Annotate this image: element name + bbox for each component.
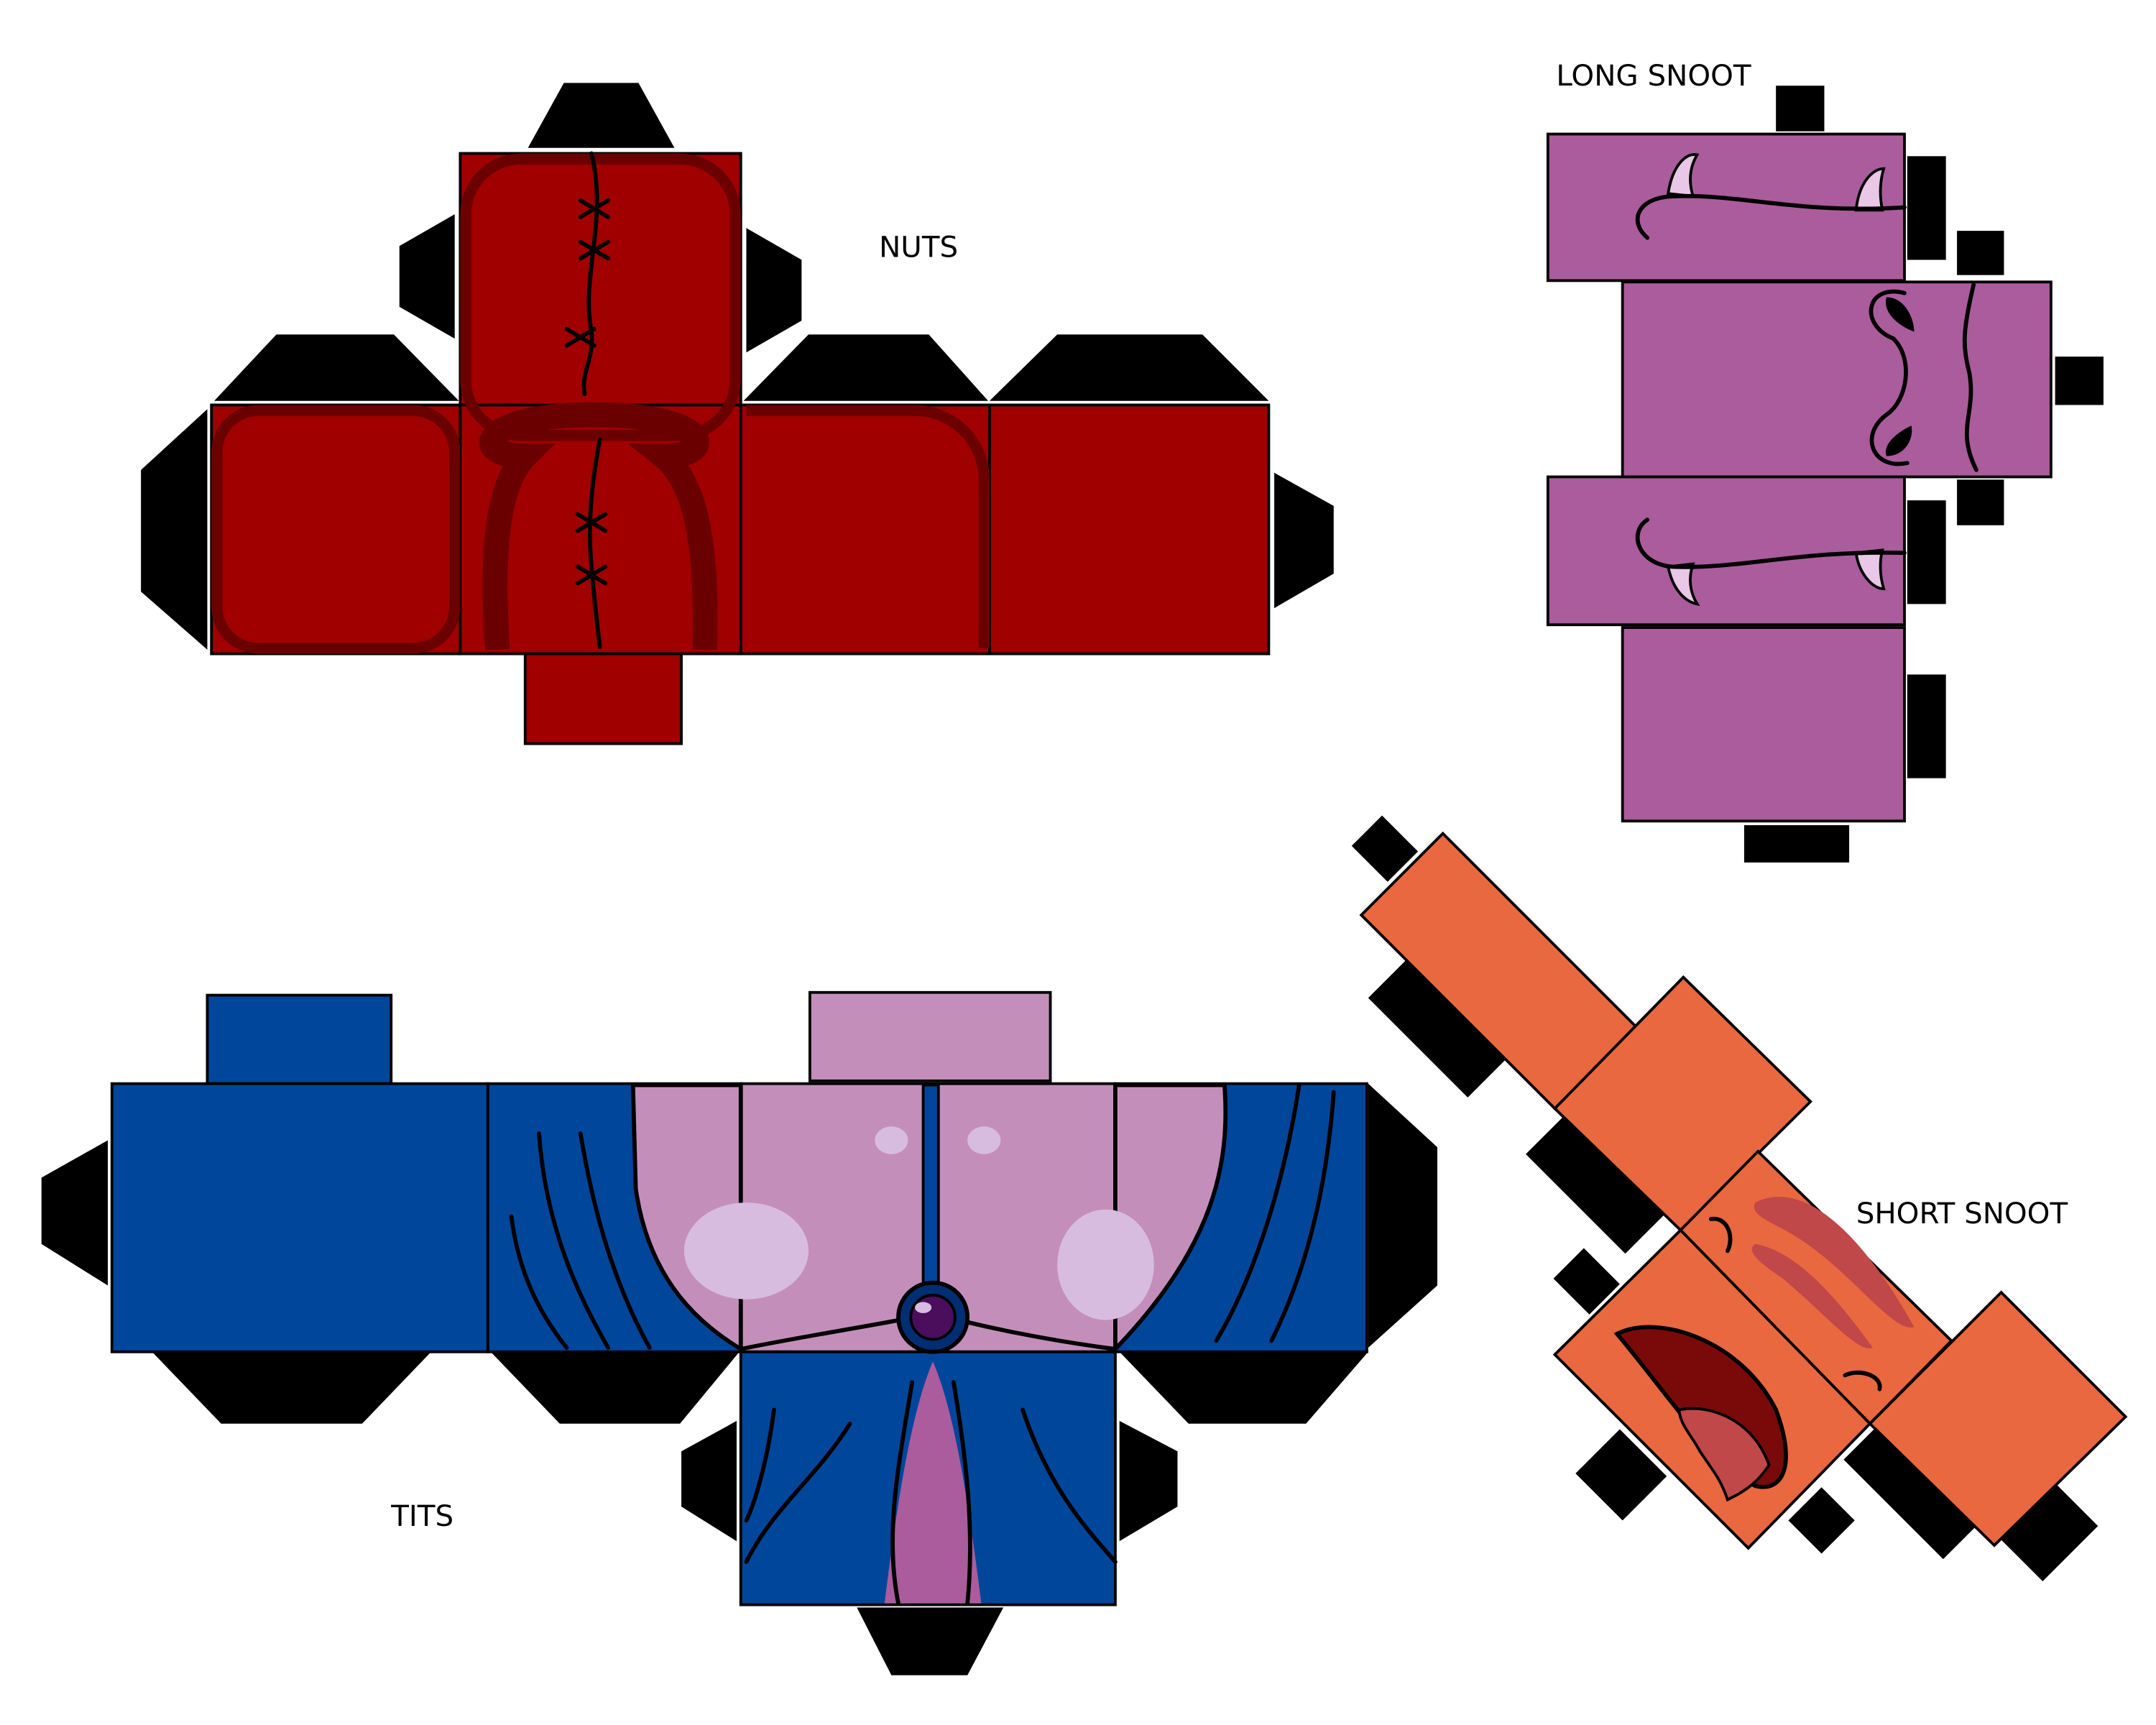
eye-mark (1843, 1370, 1882, 1392)
tits-label: TITS (390, 1499, 453, 1533)
short-snoot-label: SHORT SNOOT (1856, 1197, 2068, 1230)
stitch-marks (564, 198, 611, 586)
nostril (1885, 297, 1915, 332)
tongue (1677, 1407, 1771, 1502)
glue-tabs (1743, 86, 2104, 862)
teeth (1666, 153, 1886, 607)
cheek-marks (1751, 1197, 1915, 1349)
long-snoot-template: LONG SNOOT (1546, 59, 2104, 862)
short-snoot-template: SHORT SNOOT (1351, 815, 2128, 1581)
nostril (1885, 426, 1912, 456)
highlights (683, 1126, 1154, 1320)
cleavage-strip (921, 1083, 940, 1294)
skirt-pink (884, 1361, 982, 1604)
brooch (896, 1280, 970, 1354)
nose-line (1869, 289, 1909, 466)
glue-tabs (41, 1083, 1437, 1675)
stitch-line (587, 437, 602, 649)
lip-line (1635, 193, 1907, 240)
nuts-template: NUTS (141, 83, 1334, 745)
tits-template: TITS (41, 990, 1437, 1675)
fabric-folds (509, 1082, 1336, 1606)
nose-line (1962, 282, 1978, 472)
nuts-shading (211, 153, 990, 654)
eye-mark (1708, 1217, 1733, 1254)
nuts-label: NUTS (879, 231, 958, 264)
glue-tabs (141, 83, 1334, 650)
glue-tabs (1351, 815, 2099, 1581)
stitch-line (581, 151, 599, 396)
long-snoot-label: LONG SNOOT (1556, 59, 1751, 93)
lip-line (1635, 518, 1907, 569)
